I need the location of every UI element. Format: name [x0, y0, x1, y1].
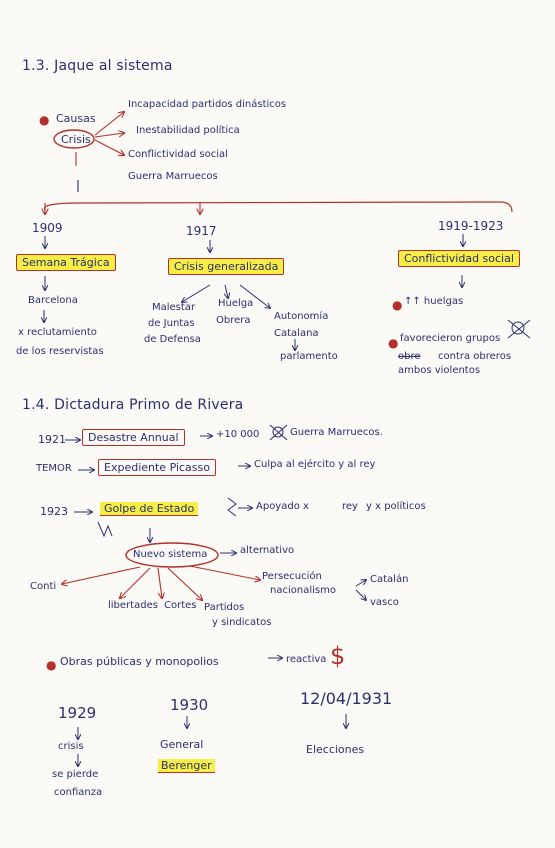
- nuevo-sistema-ellipse: [125, 542, 219, 568]
- conflictividad-social-box: Conflictividad social: [398, 250, 520, 267]
- section-1-3-title: 1.3. Jaque al sistema: [22, 58, 173, 74]
- year-1921: 1921: [38, 433, 66, 446]
- year-1929: 1929: [58, 704, 97, 722]
- reclutamiento-line1: x reclutamiento: [18, 327, 97, 338]
- cause-3: Conflictividad social: [128, 149, 228, 160]
- bullet: ●: [46, 658, 57, 672]
- causas-label: Causas: [56, 112, 96, 125]
- huelga-line2: Obrera: [216, 315, 251, 326]
- apoyado-label: Apoyado x: [256, 501, 309, 512]
- favorecieron-line2: contra obreros: [438, 351, 512, 362]
- malestar-line1: Malestar: [152, 302, 196, 313]
- bullet: ●: [388, 336, 399, 350]
- catalan-label: Catalán: [370, 574, 409, 585]
- year-1909: 1909: [32, 221, 63, 235]
- crisis-1929-label: crisis: [58, 741, 84, 752]
- expediente-picasso-box: Expediente Picasso: [98, 459, 216, 476]
- persecucion-line2: nacionalismo: [270, 585, 336, 596]
- bullet: ●: [392, 298, 403, 312]
- obras-publicas-label: Obras públicas y monopolios: [60, 655, 219, 668]
- golpe-de-estado-label: Golpe de Estado: [100, 502, 199, 516]
- libertades-label: libertades: [108, 600, 158, 611]
- vasco-label: vasco: [370, 597, 399, 608]
- crisis-generalizada-box: Crisis generalizada: [168, 258, 285, 275]
- favorecieron-strikethrough: obre: [398, 351, 421, 362]
- malestar-line2: de Juntas: [148, 318, 195, 329]
- rey-label: rey: [342, 501, 358, 512]
- cause-4: Guerra Marruecos: [128, 171, 218, 182]
- temor-label: TEMOR: [36, 463, 72, 474]
- desastre-annual-box: Desastre Annual: [82, 429, 185, 446]
- reclutamiento-line2: de los reservistas: [16, 346, 104, 357]
- autonomia-line1: Autonomía: [274, 311, 329, 322]
- nuevo-sistema-label: Nuevo sistema: [133, 549, 208, 560]
- favorecieron-line3: ambos violentos: [398, 365, 481, 376]
- persecucion-line1: Persecución: [262, 571, 322, 582]
- culpa-label: Culpa al ejército y al rey: [254, 459, 376, 470]
- berenger-label: Berenger: [158, 759, 215, 773]
- pierde-line2: confianza: [54, 787, 103, 798]
- politicos-label: y x políticos: [366, 501, 426, 512]
- year-1919-1923: 1919-1923: [438, 219, 504, 233]
- favorecieron-line1: favorecieron grupos: [400, 333, 501, 344]
- dollar-icon: $: [330, 642, 346, 670]
- year-1917: 1917: [186, 224, 217, 238]
- year-1923: 1923: [40, 505, 68, 518]
- section-1-4-title: 1.4. Dictadura Primo de Rivera: [22, 397, 244, 413]
- conti-label: Conti: [30, 581, 57, 592]
- flower-doodle-2: [269, 424, 288, 441]
- elecciones-label: Elecciones: [306, 743, 365, 756]
- partidos-line2: y sindicatos: [212, 617, 272, 628]
- crisis-label: Crisis: [61, 133, 91, 146]
- cause-1: Incapacidad partidos dinásticos: [128, 99, 287, 110]
- huelgas-label: ↑↑ huelgas: [404, 296, 464, 307]
- pierde-line1: se pierde: [52, 769, 99, 780]
- bullet: ●: [39, 113, 50, 127]
- semana-tragica-box: Semana Trágica: [16, 254, 116, 271]
- crisis-ellipse: [53, 129, 95, 149]
- malestar-line3: de Defensa: [144, 334, 201, 345]
- flower-doodle-1: [507, 319, 531, 339]
- guerra-marruecos-label: Guerra Marruecos.: [290, 427, 383, 438]
- alternativo-label: alternativo: [240, 545, 295, 556]
- autonomia-line3: parlamento: [280, 351, 338, 362]
- date-12-04-1931: 12/04/1931: [300, 689, 393, 708]
- huelga-line1: Huelga: [218, 298, 254, 309]
- reactiva-label: reactiva: [286, 654, 327, 665]
- autonomia-line2: Catalana: [274, 328, 319, 339]
- general-label: General: [160, 738, 204, 751]
- cortes-label: Cortes: [164, 600, 197, 611]
- muertos-label: +10 000: [216, 429, 260, 440]
- cause-2: Inestabilidad política: [136, 125, 240, 136]
- year-1930: 1930: [170, 696, 209, 714]
- barcelona-label: Barcelona: [28, 295, 78, 306]
- partidos-line1: Partidos: [204, 602, 245, 613]
